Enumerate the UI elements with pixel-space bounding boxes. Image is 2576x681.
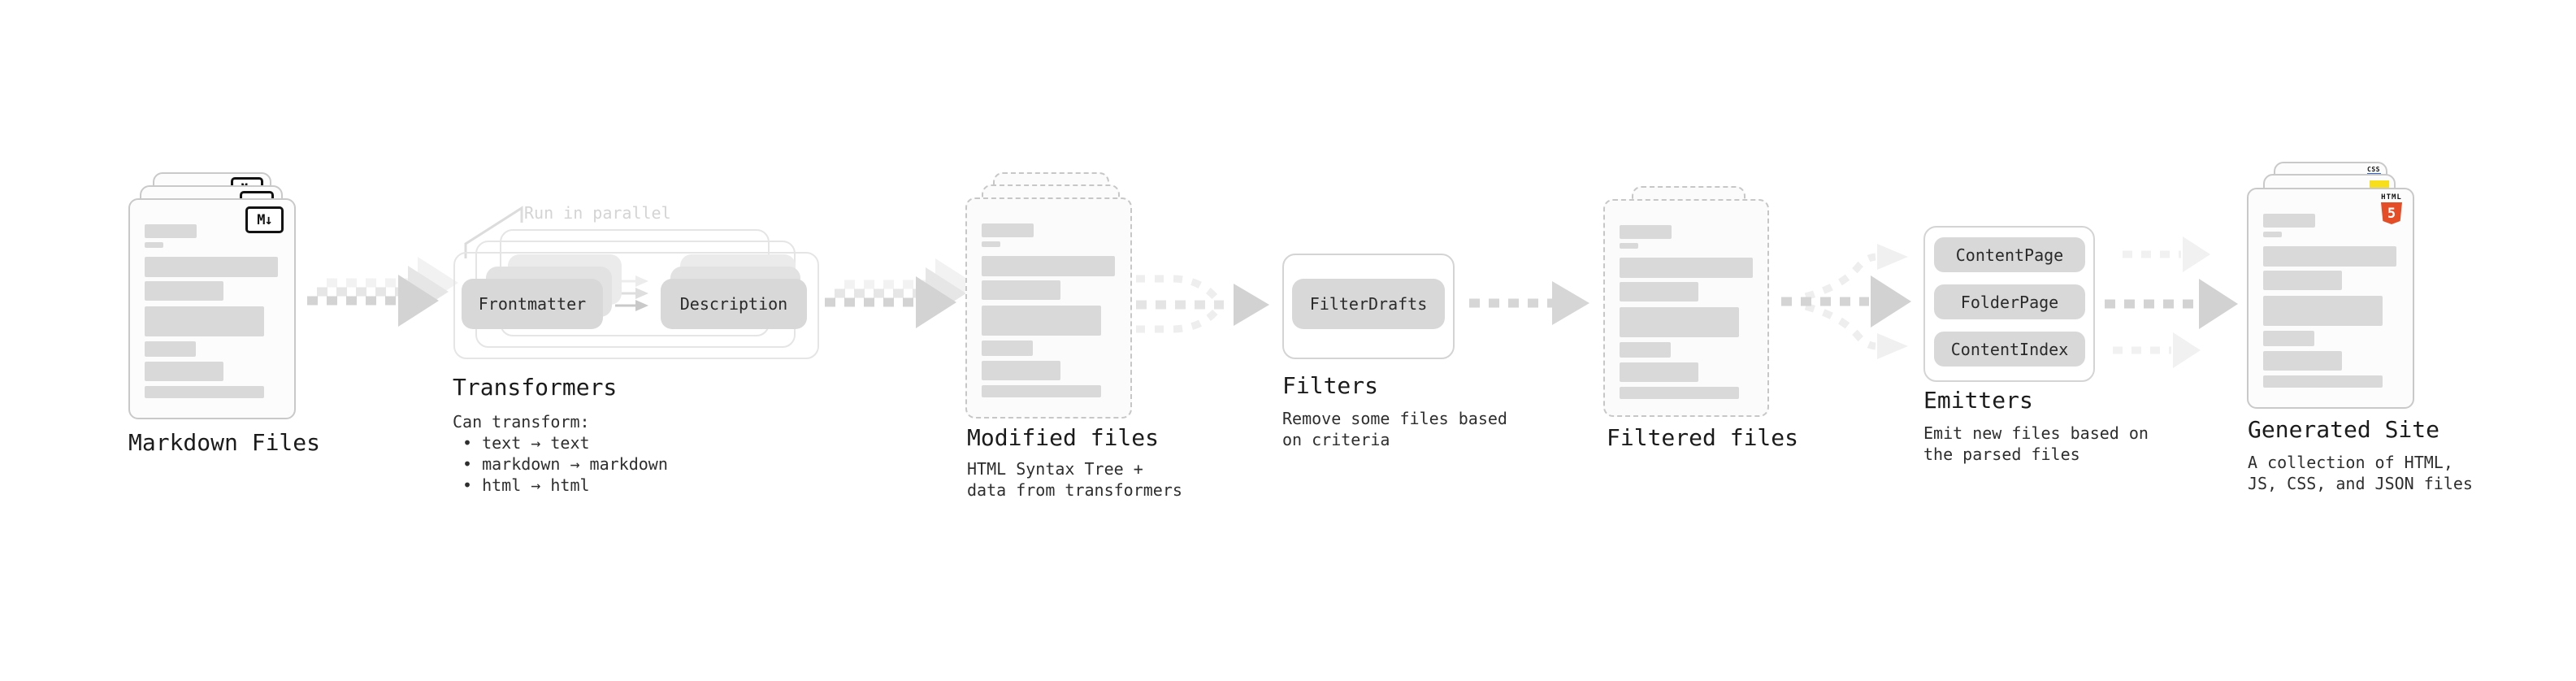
placeholder-bar: [145, 362, 223, 381]
stage-label-modified-files: Modified files: [967, 424, 1160, 451]
html5-icon: HTML 5: [2379, 193, 2404, 224]
generated-html-card: HTML 5: [2247, 188, 2414, 409]
markdown-icon: M↓: [245, 206, 284, 233]
arrow-markdown-to-transformers: [307, 257, 458, 327]
transformer-container-front: [453, 252, 819, 359]
placeholder-bar: [1620, 258, 1753, 278]
caption-line: A collection of HTML,: [2248, 453, 2453, 472]
filterdrafts-pill: FilterDrafts: [1292, 279, 1445, 329]
caption-line: Can transform:: [453, 412, 590, 432]
folderpage-pill: FolderPage: [1934, 284, 2085, 319]
placeholder-bar: [1620, 243, 1638, 249]
caption-line: HTML Syntax Tree +: [967, 459, 1143, 479]
run-in-parallel-leader-line: [464, 206, 523, 258]
emitters-caption: Emit new files based on the parsed files: [1923, 423, 2149, 465]
markdown-file-card-front: M↓: [128, 198, 296, 419]
placeholder-bar: [1620, 225, 1672, 239]
generated-site-caption: A collection of HTML, JS, CSS, and JSON …: [2248, 452, 2473, 494]
placeholder-bar: [982, 241, 1000, 247]
stage-label-markdown-files: Markdown Files: [128, 429, 321, 456]
placeholder-bar: [145, 386, 264, 398]
placeholder-bar: [1620, 342, 1671, 358]
description-pill: Description: [661, 279, 807, 329]
caption-line: the parsed files: [1923, 445, 2080, 464]
placeholder-bar: [2263, 331, 2314, 346]
placeholder-bar: [2263, 246, 2396, 267]
placeholder-bar: [145, 242, 163, 248]
stage-label-generated-site: Generated Site: [2248, 416, 2440, 443]
caption-bullet: text → text: [453, 432, 668, 453]
placeholder-bar: [2263, 271, 2342, 290]
placeholder-bar: [2263, 214, 2315, 228]
placeholder-bar: [1620, 282, 1698, 301]
placeholder-bar: [1620, 387, 1739, 399]
placeholder-bar: [982, 361, 1060, 380]
placeholder-bar: [1620, 307, 1739, 337]
placeholder-bar: [145, 306, 264, 336]
contentindex-pill: ContentIndex: [1934, 332, 2085, 367]
arrow-modified-to-filters: [1136, 275, 1269, 333]
modified-file-card-front: [965, 197, 1132, 419]
stage-label-transformers: Transformers: [453, 374, 618, 401]
stage-label-filtered-files: Filtered files: [1607, 424, 1799, 451]
placeholder-bar: [145, 224, 197, 238]
contentpage-pill: ContentPage: [1934, 237, 2085, 272]
caption-line: data from transformers: [967, 480, 1182, 500]
placeholder-bar: [145, 257, 278, 277]
caption-bullet: html → html: [453, 475, 668, 496]
run-in-parallel-annotation: Run in parallel: [524, 203, 671, 223]
js-icon: [2370, 180, 2389, 189]
placeholder-bar: [145, 281, 223, 301]
caption-line: JS, CSS, and JSON files: [2248, 474, 2473, 493]
filtered-file-card-front: [1603, 199, 1769, 417]
placeholder-bar: [982, 385, 1101, 397]
caption-bullet: markdown → markdown: [453, 453, 668, 475]
placeholder-bar: [982, 340, 1033, 356]
placeholder-bar: [982, 223, 1034, 237]
placeholder-bar: [982, 306, 1101, 336]
placeholder-bar: [982, 256, 1115, 276]
placeholder-bar: [2263, 375, 2383, 388]
modified-files-caption: HTML Syntax Tree + data from transformer…: [967, 458, 1182, 501]
placeholder-bar: [2263, 296, 2383, 326]
placeholder-bar: [2263, 351, 2342, 371]
caption-line: Remove some files based: [1282, 409, 1507, 428]
caption-line: on criteria: [1282, 430, 1390, 449]
arrow-emitters-to-generated: [2105, 236, 2238, 368]
placeholder-bar: [1620, 362, 1698, 382]
stage-label-filters: Filters: [1282, 372, 1379, 399]
filters-caption: Remove some files based on criteria: [1282, 408, 1507, 450]
caption-line: Emit new files based on: [1923, 423, 2149, 443]
frontmatter-pill: Frontmatter: [462, 279, 603, 329]
placeholder-bar: [145, 341, 196, 357]
arrow-filtered-to-emitters: [1781, 244, 1911, 359]
stage-label-emitters: Emitters: [1923, 387, 2033, 414]
transformers-caption: Can transform: text → text markdown → ma…: [453, 411, 668, 496]
placeholder-bar: [982, 280, 1060, 300]
arrow-transformers-to-modified: [825, 258, 976, 328]
placeholder-bar: [2263, 232, 2282, 237]
arrow-filters-to-filtered: [1469, 281, 1589, 325]
